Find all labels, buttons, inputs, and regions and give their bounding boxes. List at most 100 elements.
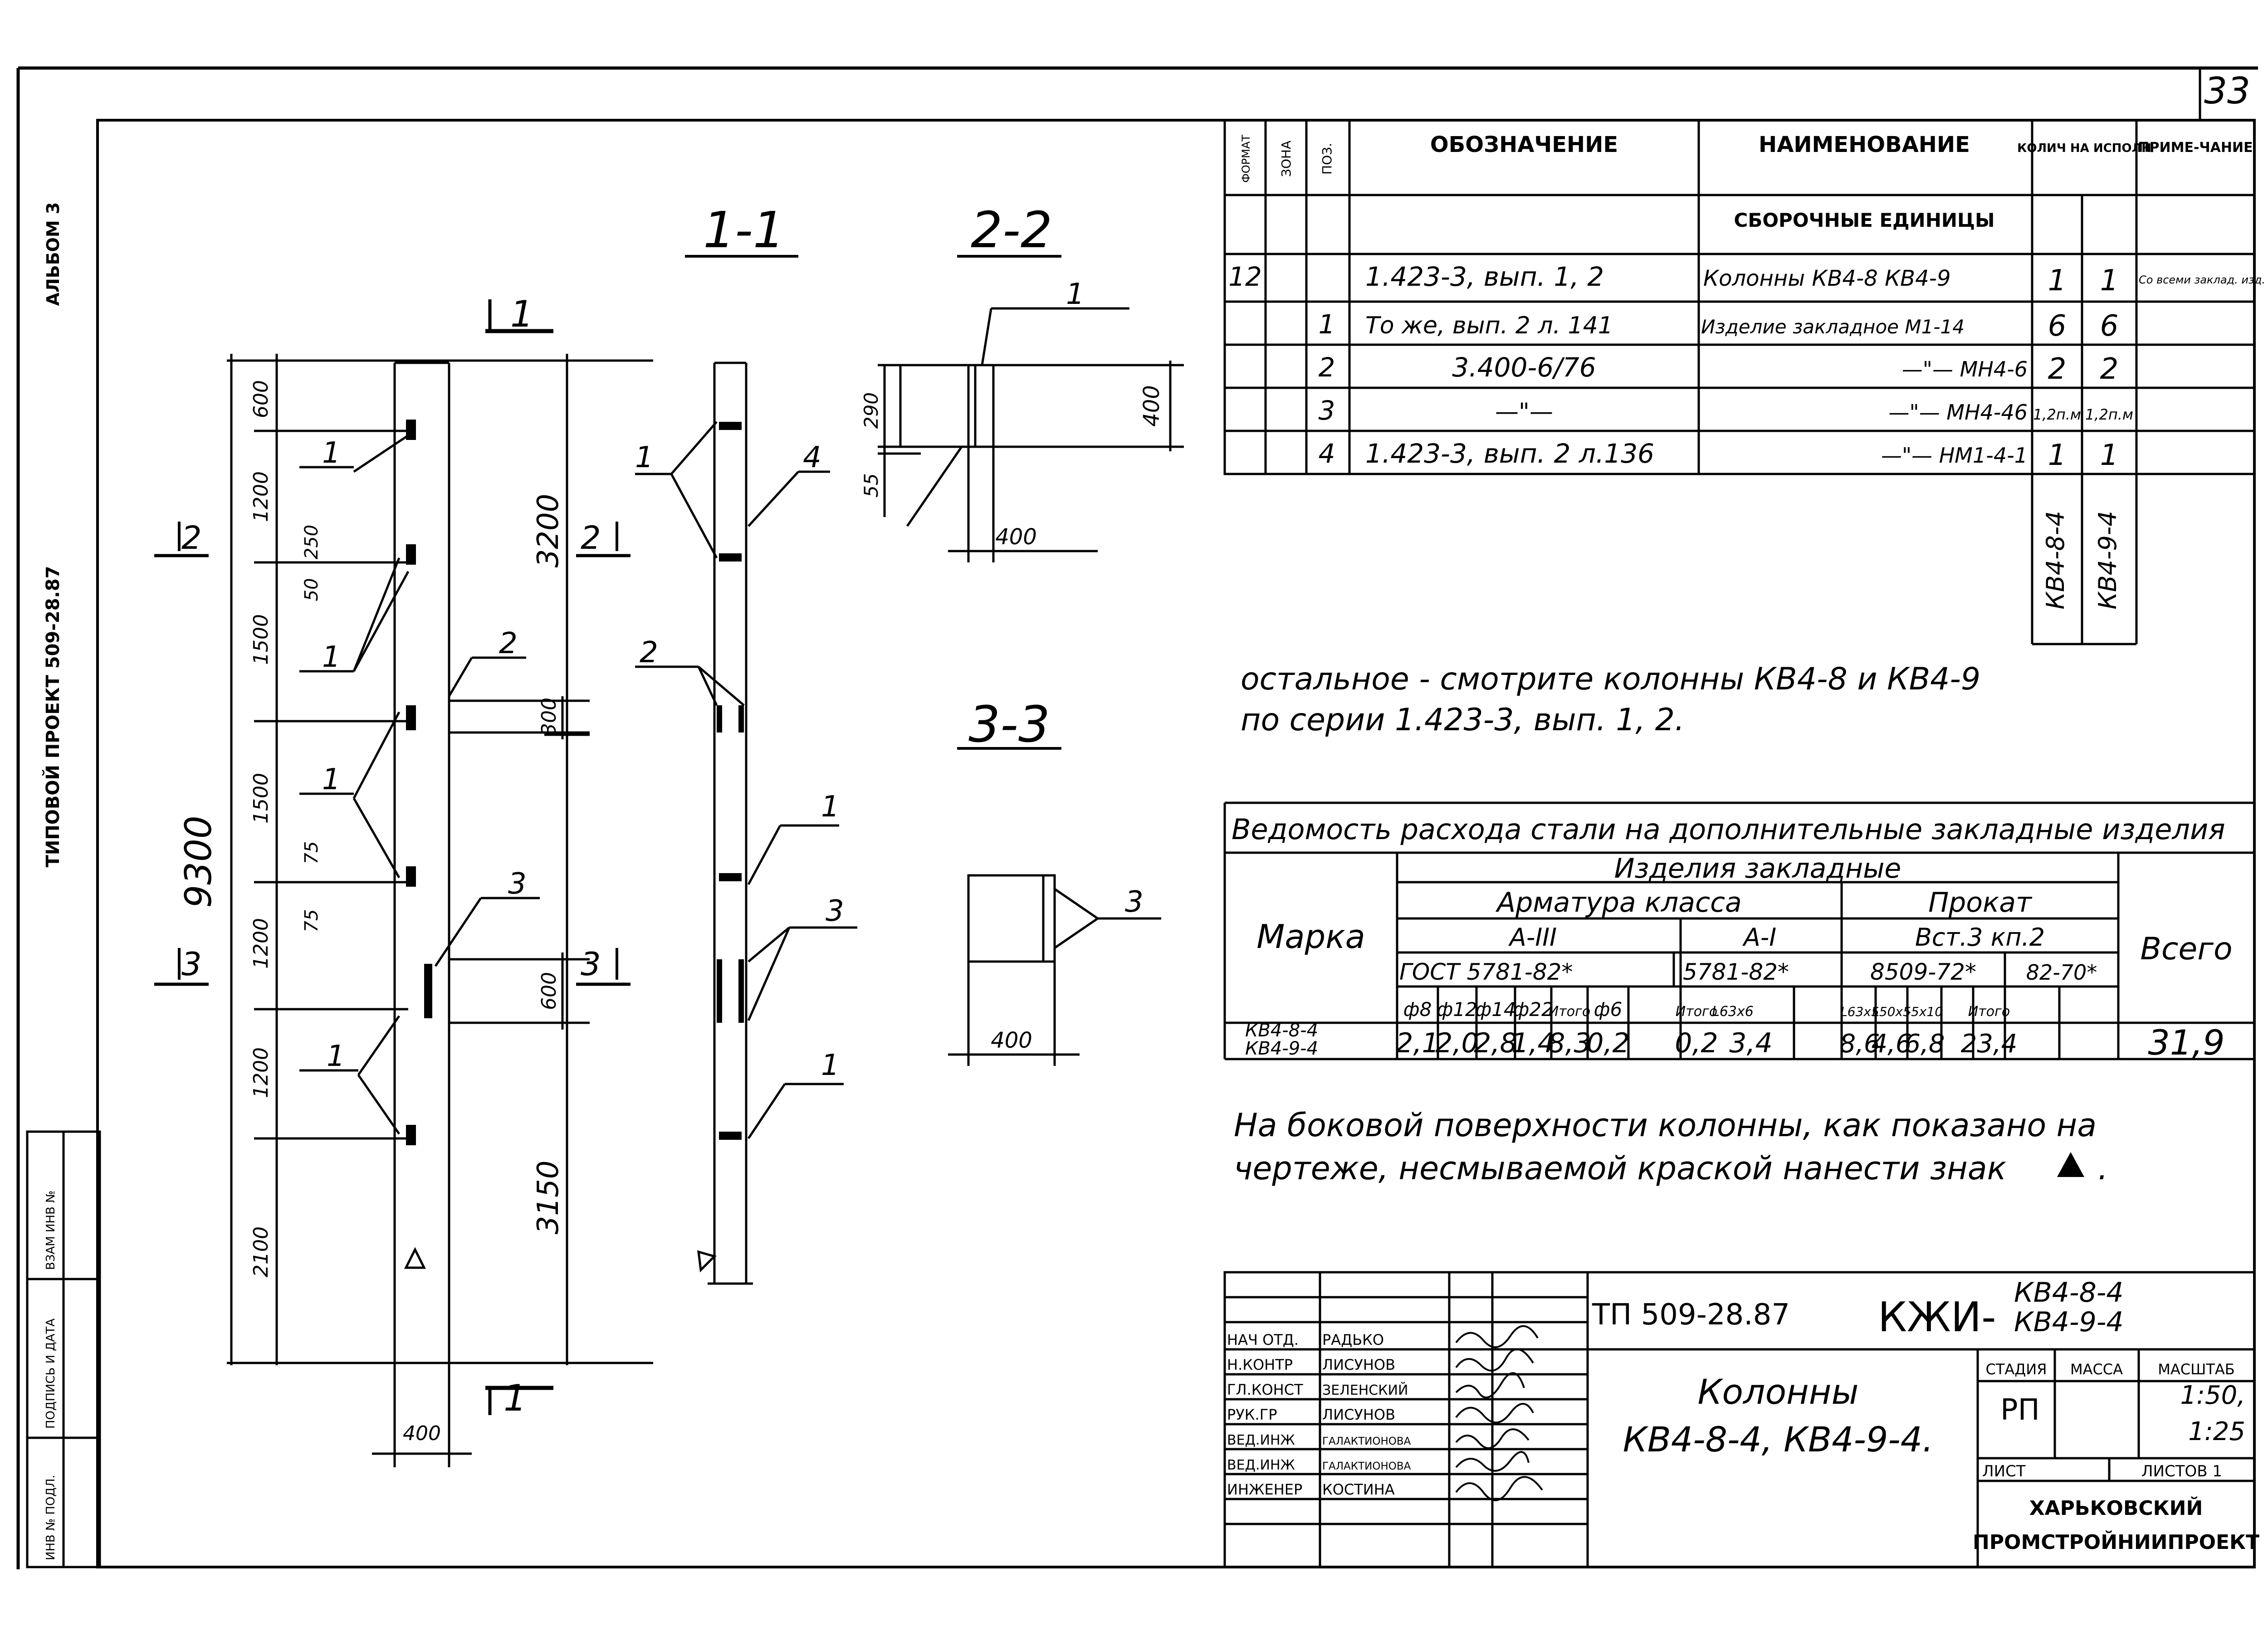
spec-h-qty: КОЛИЧ НА ИСПОЛН <box>2017 142 2151 155</box>
steel-gost-p2: 82-70* <box>2026 960 2097 985</box>
cut-3-right: 3 <box>581 946 601 983</box>
steel-col-11: -5x10 <box>1906 1004 1943 1019</box>
side-strip: АЛЬБОМ 3 ТИПОВОЙ ПРОЕКТ 509-28.87 ИНВ № … <box>26 202 101 1568</box>
note-side-line2: чертеже, несмываемой краской нанести зна… <box>1234 1150 2006 1187</box>
steel-col-2: ф12 <box>1437 998 1477 1021</box>
signatures <box>1455 1325 1543 1501</box>
steel-col-4: ф22 <box>1513 998 1553 1021</box>
spec-r1-q1: 1 <box>2048 264 2067 298</box>
tb-role-1: НАЧ ОТД. <box>1227 1331 1299 1348</box>
spec-r3-designation: 3.400-6/76 <box>1452 352 1596 383</box>
section-3-3-title: 3-3 <box>968 695 1050 753</box>
steel-gost-p1: 8509-72* <box>1870 959 1976 985</box>
project-label: ТИПОВОЙ ПРОЕКТ 509-28.87 <box>42 566 64 868</box>
spec-r1-note: Со всеми заклад. изд. <box>2139 273 2265 286</box>
steel-v-6: 0,2 <box>1586 1027 1629 1059</box>
callout-s11-4: 4 <box>803 441 821 474</box>
tb-scale-label: МАСШТАБ <box>2158 1361 2234 1378</box>
spec-h-designation: ОБОЗНАЧЕНИЕ <box>1430 132 1618 157</box>
steel-v-4: 1,4 <box>1511 1027 1554 1059</box>
section-2-2: 2-2 1 290 55 400 400 <box>860 201 1184 562</box>
section-3-3: 3-3 3 400 <box>948 695 1161 1066</box>
spec-exec-1: КВ4-8-4 <box>2041 511 2070 609</box>
steel-col-6: ф6 <box>1594 998 1623 1021</box>
tb-role-3: ГЛ.КОНСТ <box>1227 1381 1303 1398</box>
dim-1500b: 1500 <box>249 773 273 824</box>
steel-class-a3: А-III <box>1508 923 1557 952</box>
callout-s11-2: 2 <box>640 636 658 669</box>
steel-prokat-header: Прокат <box>1928 887 2033 918</box>
tb-role-7: ИНЖЕНЕР <box>1227 1481 1302 1498</box>
steel-total: 31,9 <box>2148 1022 2224 1063</box>
spec-table: ФОРМАТ ЗОНА ПОЗ. ОБОЗНАЧЕНИЕ НАИМЕНОВАНИ… <box>1223 119 2265 645</box>
steel-table: Ведомость расхода стали на дополнительны… <box>1223 801 2254 1063</box>
dim-400v: 400 <box>1139 385 1164 427</box>
steel-v-7: 0,2 <box>1675 1027 1718 1059</box>
steel-row-mark-1: КВ4-8-4 <box>1245 1020 1318 1041</box>
dim-1200c: 1200 <box>249 1047 273 1098</box>
tb-role-6: ВЕД.ИНЖ <box>1227 1457 1295 1473</box>
spec-r5-q2: 1 <box>2100 439 2119 472</box>
spec-r1-designation: 1.423-3, вып. 1, 2 <box>1365 261 1604 292</box>
tb-name-4: ЛИСУНОВ <box>1322 1406 1395 1423</box>
steel-title: Ведомость расхода стали на дополнительны… <box>1232 813 2225 846</box>
stamp-sign: ПОДПИСЬ И ДАТА <box>44 1319 58 1429</box>
dim-75a: 75 <box>301 841 322 864</box>
steel-total-header: Всего <box>2140 931 2232 967</box>
tb-org-2: ПРОМСТРОЙНИИПРОЕКТ <box>1973 1530 2259 1554</box>
spec-r1-q2: 1 <box>2100 264 2119 298</box>
dim-300: 300 <box>538 698 561 736</box>
steel-col-10: L50x5 <box>1872 1004 1911 1019</box>
steel-armature-header: Арматура класса <box>1495 887 1742 918</box>
dim-1200a: 1200 <box>249 471 273 522</box>
spec-r5-designation: 1.423-3, вып. 2 л.136 <box>1365 438 1654 469</box>
tb-name-3: ЗЕЛЕНСКИЙ <box>1322 1382 1408 1398</box>
steel-col-5: Итого <box>1549 1004 1590 1020</box>
steel-gost-a3: ГОСТ 5781-82* <box>1399 959 1573 985</box>
dim-3150: 3150 <box>532 1161 565 1235</box>
spec-exec-2: КВ4-9-4 <box>2093 511 2122 609</box>
spec-r1-name: Колонны КВ4-8 КВ4-9 <box>1703 266 1950 291</box>
dim-2100: 2100 <box>249 1226 273 1277</box>
spec-r4-q1: 1,2п.м <box>2033 406 2081 423</box>
spec-h-name: НАИМЕНОВАНИЕ <box>1759 132 1970 157</box>
tb-mark-2: КВ4-9-4 <box>2014 1306 2124 1338</box>
spec-r4-q2: 1,2п.м <box>2085 406 2133 423</box>
section-1-1-title: 1-1 <box>703 201 785 259</box>
spec-r3-q1: 2 <box>2048 352 2067 386</box>
spec-h-zone: ЗОНА <box>1279 141 1294 177</box>
note-side-line1: На боковой поверхности колонны, как пока… <box>1234 1107 2097 1144</box>
spec-r2-pos: 1 <box>1319 309 1335 340</box>
dim-290: 290 <box>860 392 882 429</box>
tb-role-4: РУК.ГР <box>1227 1406 1277 1423</box>
spec-r4-pos: 3 <box>1319 395 1335 426</box>
cut-3-left: 3 <box>181 946 202 983</box>
tb-name-2: ЛИСУНОВ <box>1322 1356 1395 1373</box>
callout-1a: 1 <box>322 436 341 470</box>
cut-1-bottom: 1 <box>503 1377 527 1419</box>
dim-250: 250 <box>301 525 322 559</box>
paint-sign-icon <box>2057 1152 2084 1177</box>
cut-2-right: 2 <box>581 519 601 557</box>
callout-1c: 1 <box>322 763 341 796</box>
steel-v-8: 3,4 <box>1729 1027 1772 1059</box>
tb-name-1: РАДЬКО <box>1322 1331 1384 1348</box>
spec-r5-name: —"— НМ1-4-1 <box>1881 443 2028 468</box>
note-side-end: . <box>2098 1150 2108 1187</box>
title-block: ТП 509-28.87 КЖИ- КВ4-8-4 КВ4-9-4 Колонн… <box>1223 1271 2259 1568</box>
tb-mark-1: КВ4-8-4 <box>2014 1277 2124 1309</box>
dim-width: 400 <box>403 1422 441 1445</box>
callout-s11-1: 1 <box>635 441 654 474</box>
tb-code: ТП 509-28.87 <box>1592 1298 1790 1332</box>
dim-400h: 400 <box>995 524 1037 550</box>
dim-50: 50 <box>301 578 322 601</box>
spec-r3-name: —"— МН4-6 <box>1902 357 2028 381</box>
steel-v-2: 2,0 <box>1435 1027 1478 1059</box>
page-number: 33 <box>2204 70 2250 112</box>
spec-r2-name: Изделие закладное М1-14 <box>1701 316 1965 338</box>
note-side: На боковой поверхности колонны, как пока… <box>1234 1107 2108 1187</box>
steel-v-11: 6,8 <box>1904 1029 1945 1059</box>
callout-s11-3: 3 <box>826 894 844 928</box>
tb-stage: РП <box>2000 1393 2040 1427</box>
